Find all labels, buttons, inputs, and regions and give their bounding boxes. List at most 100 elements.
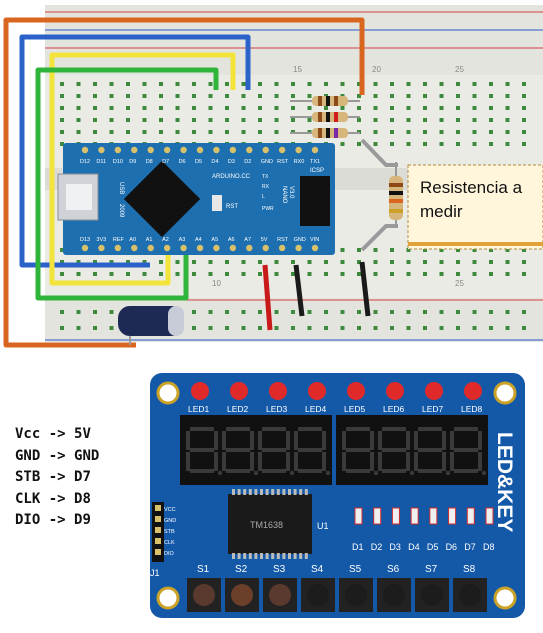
breadboard-hole [406, 326, 411, 330]
breadboard-hole [109, 326, 114, 330]
led-label: LED5 [344, 404, 366, 414]
button-cap [459, 584, 481, 606]
breadboard-hole [60, 310, 64, 314]
breadboard-hole [340, 260, 345, 264]
header-pin [229, 146, 237, 154]
breadboard-hole [357, 310, 361, 314]
breadboard-hole [406, 260, 411, 264]
pin-label: A3 [179, 237, 186, 243]
led-label: LED2 [227, 404, 249, 414]
breadboard-hole [340, 326, 345, 330]
breadboard-hole [274, 94, 279, 98]
breadboard-hole [390, 82, 394, 86]
breadboard-hole [472, 106, 477, 110]
breadboard-hole [142, 118, 147, 122]
breadboard-hole [225, 130, 229, 134]
breadboard-hole [76, 94, 81, 98]
breadboard-hole [258, 106, 262, 110]
breadboard-hole [522, 310, 526, 314]
black-wire [359, 261, 371, 317]
breadboard-hole [76, 130, 81, 134]
pin-label: D5 [195, 159, 202, 165]
breadboard-hole [109, 118, 114, 122]
pin-label: D10 [113, 159, 123, 165]
mount-hole [156, 381, 180, 405]
breadboard-hole [456, 106, 460, 110]
breadboard-hole [373, 106, 378, 110]
breadboard-hole [439, 272, 444, 276]
breadboard-hole [373, 310, 378, 314]
pin-map-row: DIO -> D9 [15, 512, 91, 528]
breadboard-hole [225, 326, 229, 330]
breadboard-hole [208, 272, 213, 276]
display-digits [186, 427, 487, 476]
led-label: LED4 [305, 404, 327, 414]
pin-label: D3 [228, 159, 235, 165]
breadboard-hole [241, 272, 246, 276]
mount-hole [493, 381, 517, 405]
orange-wire [3, 17, 365, 348]
header-pin [114, 146, 122, 154]
breadboard-hole [456, 142, 460, 146]
breadboard-hole [489, 326, 493, 330]
breadboard-hole [390, 106, 394, 110]
switch-label: S2 [235, 564, 248, 575]
note-line: medir [420, 202, 463, 221]
col-label: 25 [455, 279, 464, 288]
breadboard-hole [456, 82, 460, 86]
wires [3, 17, 398, 348]
breadboard-hole [406, 106, 411, 110]
pin-label: A6 [228, 237, 235, 243]
button-cap [193, 584, 215, 606]
header-pin [278, 244, 286, 252]
led-label: LED8 [461, 404, 483, 414]
board-label: ARDUINO.CC [212, 174, 251, 180]
header-pin [163, 146, 171, 154]
breadboard-hole [208, 94, 213, 98]
connector-label: J1 [150, 568, 160, 578]
capacitor [118, 306, 184, 345]
breadboard-hole [258, 310, 262, 314]
breadboard-hole [373, 326, 378, 330]
breadboard-hole [60, 272, 64, 276]
led [425, 382, 443, 400]
breadboard-hole [373, 248, 378, 252]
breadboard-hole [324, 272, 328, 276]
breadboard-hole [423, 272, 427, 276]
col-label: 20 [372, 65, 381, 74]
col-label: 25 [455, 65, 464, 74]
header-pin [196, 244, 204, 252]
breadboard-hole [60, 118, 64, 122]
breadboard-hole [142, 130, 147, 134]
breadboard-hole [258, 82, 262, 86]
breadboard-hole [340, 248, 345, 252]
breadboard-hole [76, 118, 81, 122]
breadboard-hole [93, 326, 97, 330]
pin-map-row: Vcc -> 5V [15, 426, 91, 442]
pin-label: D6 [179, 159, 186, 165]
breadboard-hole [142, 260, 147, 264]
pin-label: D2 [244, 159, 251, 165]
pin-label: 5V [261, 237, 268, 243]
module-title: LED&KEY [493, 432, 516, 532]
breadboard-hole [76, 272, 81, 276]
breadboard-hole [522, 326, 526, 330]
breadboard-hole [126, 82, 130, 86]
board-label: V3.0 [288, 186, 294, 199]
breadboard-hole [357, 248, 361, 252]
breadboard-hole [423, 118, 427, 122]
breadboard-hole [357, 94, 361, 98]
breadboard-hole [208, 130, 213, 134]
pin-label: REF [113, 237, 125, 243]
chip-legs [232, 489, 308, 559]
led [464, 382, 482, 400]
breadboard-hole [258, 272, 262, 276]
breadboard-hole [373, 272, 378, 276]
col-label: 15 [293, 65, 302, 74]
breadboard-hole [109, 106, 114, 110]
breadboard-hole [357, 260, 361, 264]
breadboard-hole [159, 106, 163, 110]
pin-label: A0 [129, 237, 136, 243]
